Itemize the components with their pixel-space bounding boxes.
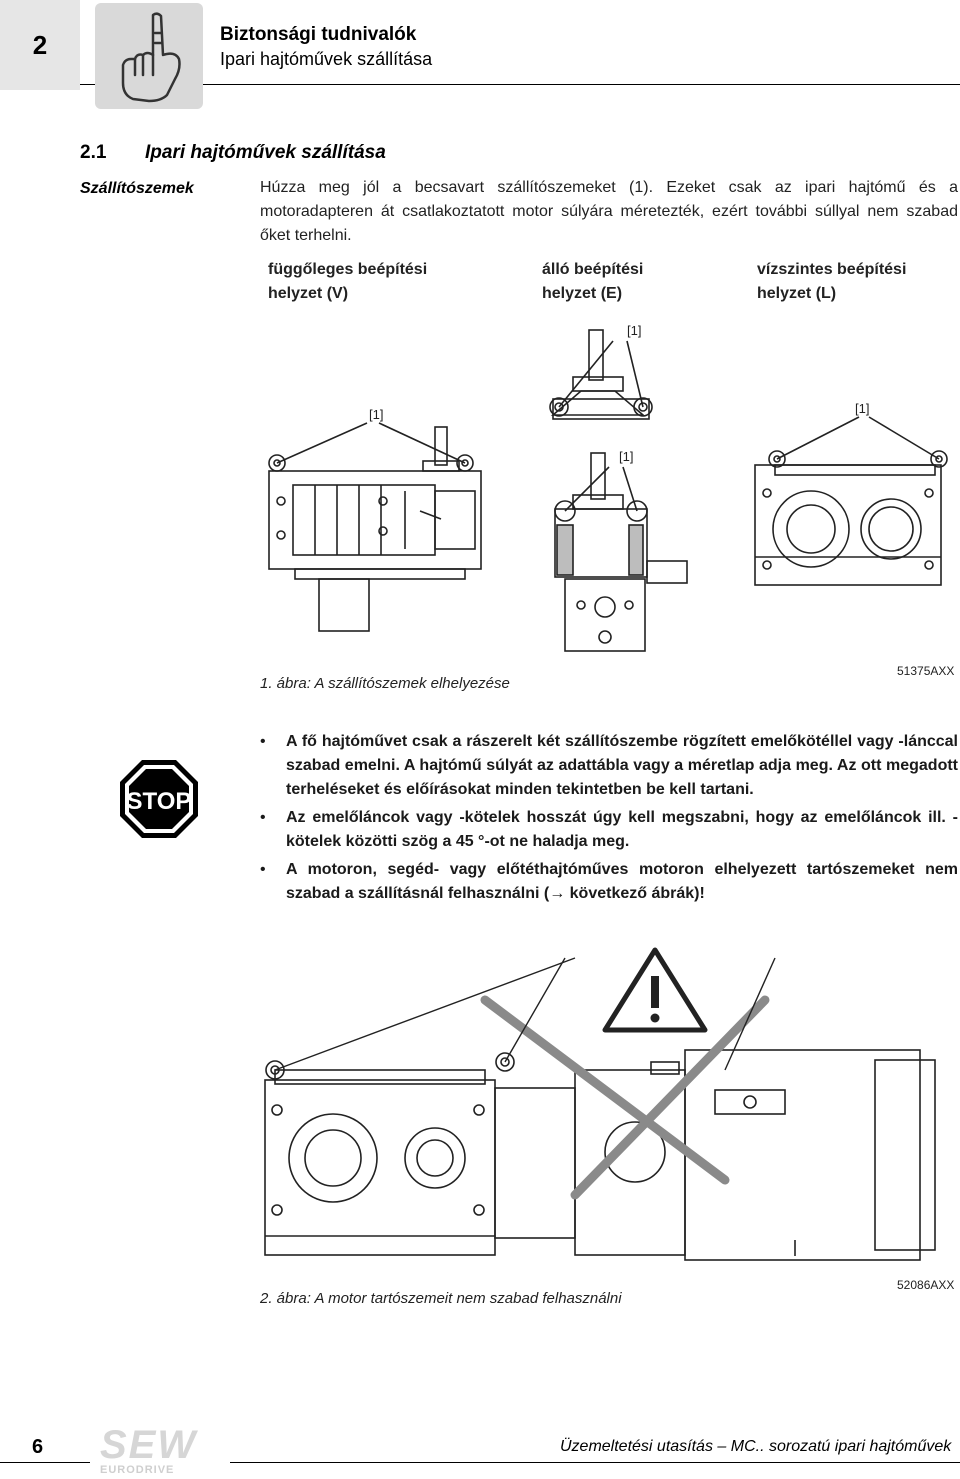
- callout-label: [1]: [855, 401, 869, 416]
- header-title: Biztonsági tudnivalók: [220, 24, 417, 45]
- header-divider: [203, 84, 960, 85]
- side-label: Szállítószemek: [80, 180, 194, 197]
- list-item: A motoron, segéd- vagy előtéthajtóműves …: [258, 858, 958, 906]
- section-title: Ipari hajtóművek szállítása: [145, 142, 386, 163]
- figure1-code: 51375AXX: [897, 664, 955, 678]
- position-label-standing: álló beépítési helyzet (E): [542, 258, 643, 306]
- safety-bullet-list: A fő hajtóművet csak a rászerelt két szá…: [258, 730, 958, 910]
- position-label-line: helyzet (V): [268, 285, 349, 302]
- chapter-number: 2: [0, 0, 80, 90]
- callout-label: [1]: [627, 323, 641, 338]
- position-label-line: álló beépítési: [542, 261, 644, 278]
- gearbox-vertical-drawing: [268, 422, 482, 632]
- pointing-hand-icon: [95, 3, 203, 109]
- position-label-horizontal: vízszintes beépítési helyzet (L): [757, 258, 906, 306]
- body-paragraph: Húzza meg jól a becsavart szállítószemek…: [260, 179, 958, 244]
- section-number: 2.1: [80, 142, 107, 163]
- warning-triangle-icon: [602, 947, 708, 1033]
- figure2-code: 52086AXX: [897, 1278, 955, 1292]
- footer-divider: [0, 1462, 90, 1463]
- position-label-line: vízszintes beépítési: [757, 261, 907, 278]
- position-label-line: helyzet (E): [542, 285, 623, 302]
- footer-text: Üzemeltetési utasítás – MC.. sorozatú ip…: [560, 1438, 952, 1455]
- logo-eurodrive: EURODRIVE: [100, 1464, 175, 1476]
- sew-eurodrive-logo: SEW EURODRIVE: [100, 1423, 210, 1476]
- stop-sign-text: STOP: [127, 788, 192, 815]
- figure1-caption: 1. ábra: A szállítószemek elhelyezése: [260, 675, 510, 692]
- figure2-motor-drawing: [264, 947, 936, 1261]
- figure2-caption: 2. ábra: A motor tartószemeit nem szabad…: [260, 1290, 622, 1307]
- position-label-vertical: függőleges beépítési helyzet (V): [268, 258, 427, 306]
- position-label-line: függőleges beépítési: [268, 261, 428, 278]
- figure1-gear-drawings: [1] [1] [1] [1]: [268, 323, 948, 652]
- stop-sign-icon: STOP: [120, 760, 198, 838]
- logo-sew: SEW: [100, 1423, 198, 1467]
- list-item: A fő hajtóművet csak a rászerelt két szá…: [258, 730, 958, 802]
- header-subtitle: Ipari hajtóművek szállítása: [220, 49, 433, 69]
- header-divider: [80, 84, 95, 85]
- gearbox-standing-drawing: [549, 329, 688, 652]
- footer-divider: [230, 1462, 960, 1463]
- gearbox-horizontal-drawing: [754, 416, 948, 586]
- prohibited-cross-icon: [480, 995, 770, 1200]
- page-number: 6: [32, 1436, 44, 1458]
- list-item: Az emelőláncok vagy -kötelek hosszát úgy…: [258, 806, 958, 854]
- callout-label: [1]: [369, 407, 383, 422]
- callout-label: [1]: [619, 449, 633, 464]
- position-label-line: helyzet (L): [757, 285, 837, 302]
